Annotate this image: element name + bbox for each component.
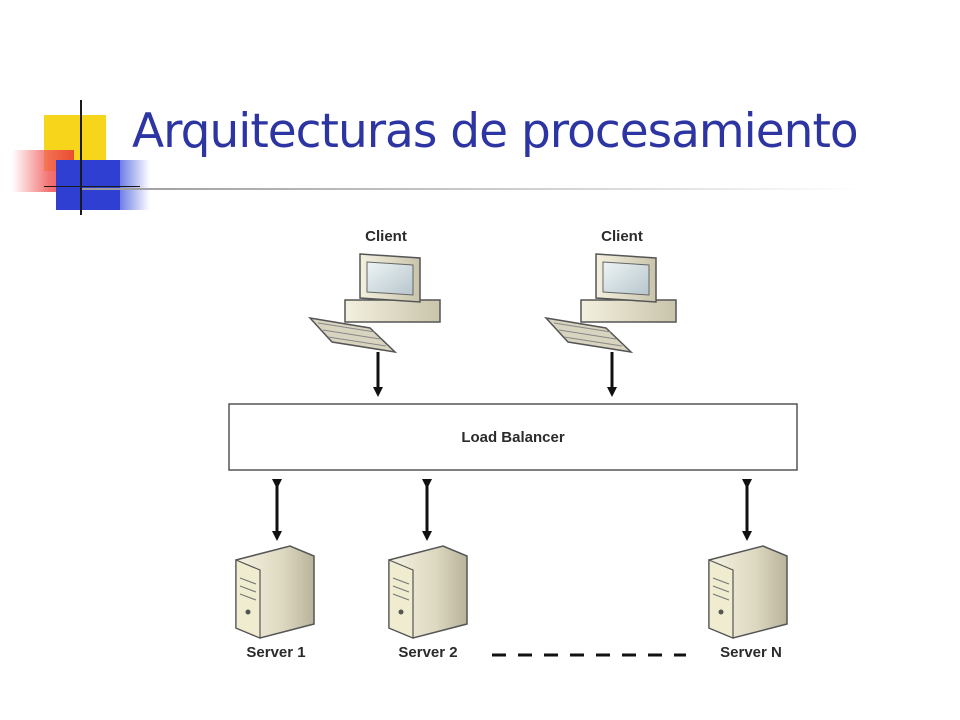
client-computer-1: Client [307,228,441,397]
server-tower-icon [388,545,468,639]
blue-square [56,160,120,210]
server-1: Server 1 [235,545,315,661]
load-balancer-box: Load Balancer [228,403,798,471]
client-label: Client [601,228,643,245]
server-arrows [272,479,752,541]
vertical-rule [80,100,82,215]
client-label: Client [365,228,407,245]
blue-square-fade [120,160,150,210]
computer-icon [307,253,441,354]
load-balancer-label: Load Balancer [461,429,565,446]
server-2: Server 2 [388,545,468,661]
slide-title: Arquitecturas de procesamiento [132,104,859,159]
server-label: Server N [720,644,782,661]
client-computer-2: Client [543,228,677,397]
server-label: Server 1 [246,644,305,661]
server-tower-icon [708,545,788,639]
computer-icon [543,253,677,354]
horizontal-rule-short [44,186,140,187]
server-n: Server N [708,545,788,661]
server-tower-icon [235,545,315,639]
server-label: Server 2 [398,644,457,661]
title-underline [82,188,862,190]
slide-decoration [0,0,150,230]
